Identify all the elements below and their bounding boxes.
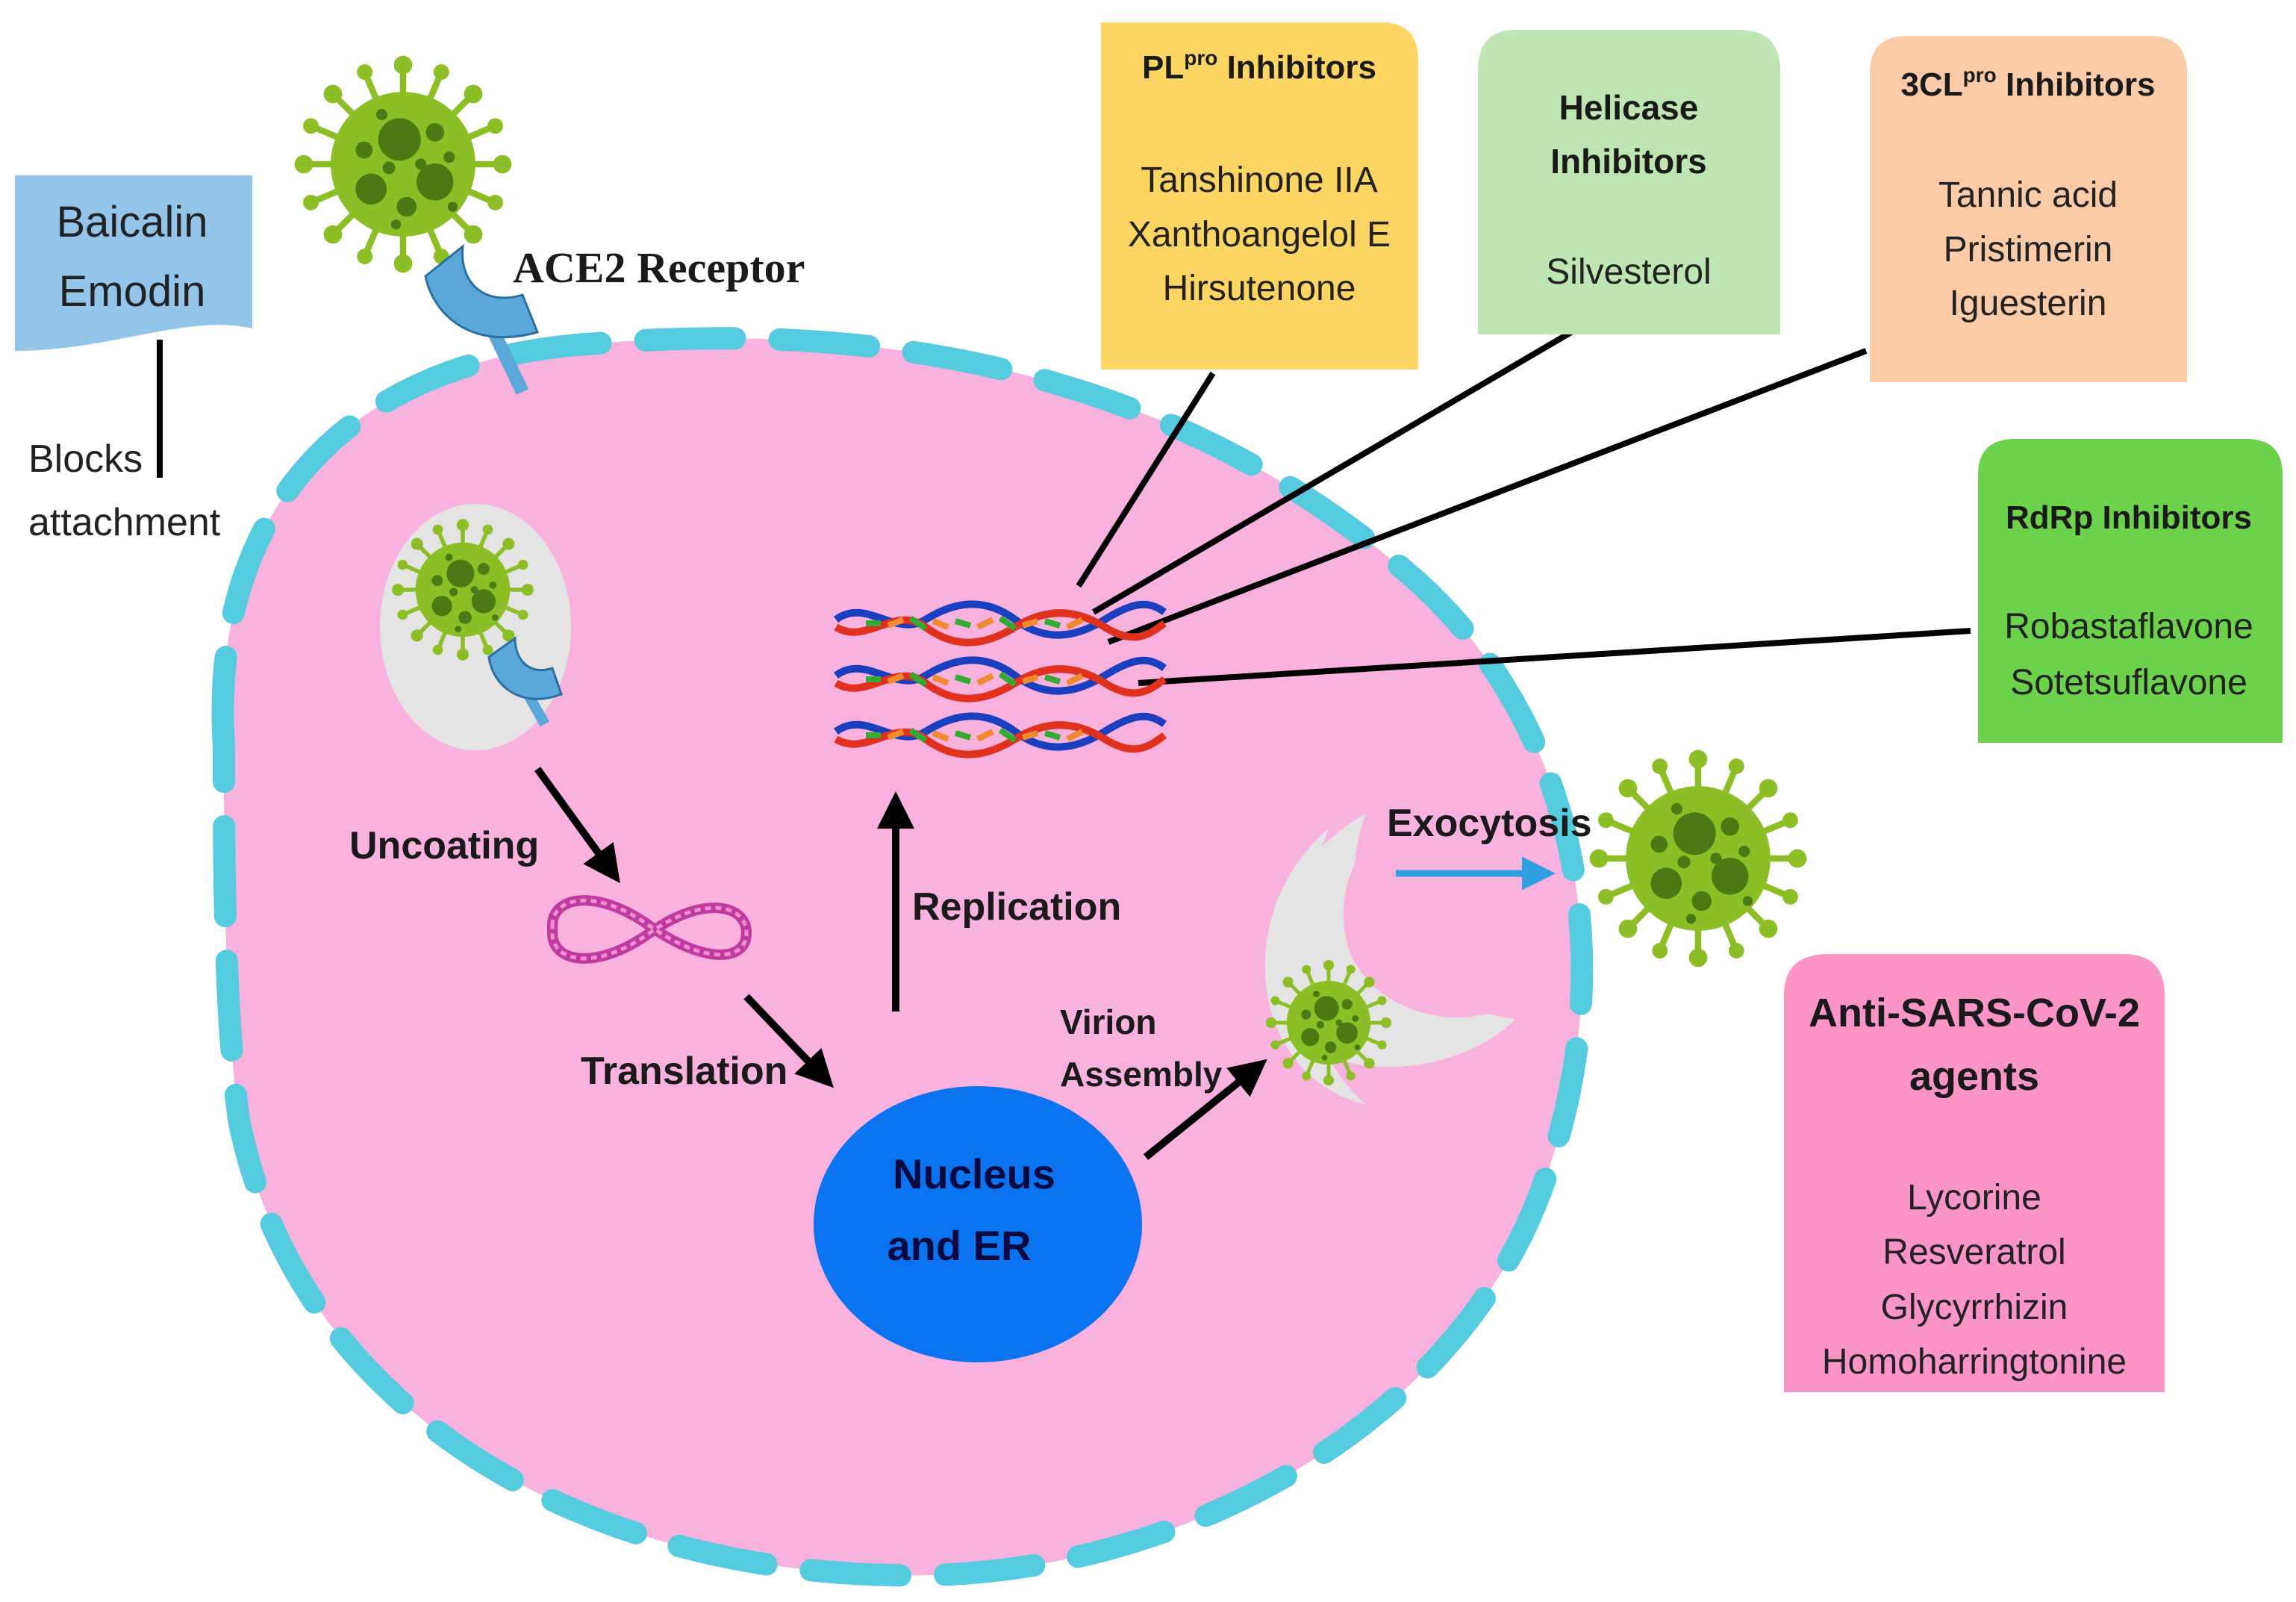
ace2-receptor-icon [424, 243, 540, 395]
emodin-item: Emodin [59, 267, 206, 316]
anti-item: Homoharringtonine [1822, 1342, 2127, 1382]
ace2-receptor-label: ACE2 Receptor [513, 243, 805, 292]
plpro-item: Xanthoangelol E [1128, 215, 1391, 255]
cell-membrane [211, 327, 1594, 1587]
anti-title-line2: agents [1909, 1054, 2039, 1099]
mrna-loop-icon [547, 895, 752, 964]
virus-icon [1266, 960, 1391, 1085]
plpro-item: Hirsutenone [1163, 269, 1356, 308]
translation-label: Translation [581, 1050, 787, 1093]
replication-label: Replication [912, 885, 1121, 929]
receptor-icon [487, 636, 563, 727]
uncoating-label: Uncoating [349, 824, 539, 867]
nucleus-label-line1: Nucleus [893, 1150, 1055, 1197]
translation-arrow [743, 994, 834, 1088]
rdrp-item: Sotetsuflavone [2010, 663, 2247, 702]
helicase-title-line1: Helicase [1559, 88, 1699, 127]
baicalin-item: Baicalin [56, 198, 208, 246]
3clpro-inhibitors-box: 3CLpro Inhibitors Tannic acid Pristimeri… [1870, 36, 2187, 382]
uncoating-arrow [534, 767, 620, 884]
plpro-title: PLpro Inhibitors [1142, 46, 1376, 86]
blocks-label-line2: attachment [28, 501, 221, 544]
plpro-item: Tanshinone IIA [1141, 160, 1378, 200]
virion-label-line2: Assembly [1060, 1055, 1223, 1094]
exocytosis-label: Exocytosis [1387, 802, 1592, 845]
helicase-inhibitors-box: Helicase Inhibitors Silvesterol [1478, 30, 1780, 334]
virion-label-line1: Virion [1060, 1003, 1157, 1041]
anti-item: Glycyrrhizin [1881, 1288, 2068, 1327]
nucleus-label-line2: and ER [887, 1222, 1032, 1269]
helicase-connector-line [1091, 329, 1573, 615]
anti-item: Lycorine [1907, 1178, 2041, 1218]
3clpro-item: Tannic acid [1938, 175, 2118, 215]
rdrp-item: Robastaflavone [2004, 607, 2253, 646]
3clpro-title: 3CLpro Inhibitors [1901, 63, 2156, 103]
virus-icon [295, 56, 512, 273]
rdrp-inhibitors-box: RdRp Inhibitors Robastaflavone Sotetsufl… [1978, 439, 2283, 743]
3clpro-item: Iguesterin [1950, 284, 2107, 323]
virion-assembly-arrow [1143, 1059, 1267, 1160]
rdrp-title: RdRp Inhibitors [2006, 499, 2252, 536]
anti-sars-cov-2-box: Anti-SARS-CoV-2 agents Lycorine Resverat… [1784, 954, 2165, 1392]
nucleus-and-er [814, 1086, 1142, 1362]
blocks-label-line1: Blocks [28, 437, 143, 481]
helicase-title-line2: Inhibitors [1550, 142, 1707, 181]
clpro-connector-line [1107, 348, 1868, 645]
helicase-item: Silvesterol [1546, 252, 1711, 292]
anti-item: Resveratrol [1882, 1232, 2065, 1272]
plpro-connector-line [1076, 371, 1216, 588]
anti-title-line1: Anti-SARS-CoV-2 [1809, 991, 2140, 1035]
baicalin-emodin-box: Baicalin Emodin [15, 175, 252, 351]
virus-icon [1590, 750, 1807, 967]
rdrp-connector-line [1138, 628, 1971, 686]
3clpro-item: Pristimerin [1944, 230, 2113, 269]
plpro-inhibitors-box: PLpro Inhibitors Tanshinone IIA Xanthoan… [1101, 22, 1418, 370]
